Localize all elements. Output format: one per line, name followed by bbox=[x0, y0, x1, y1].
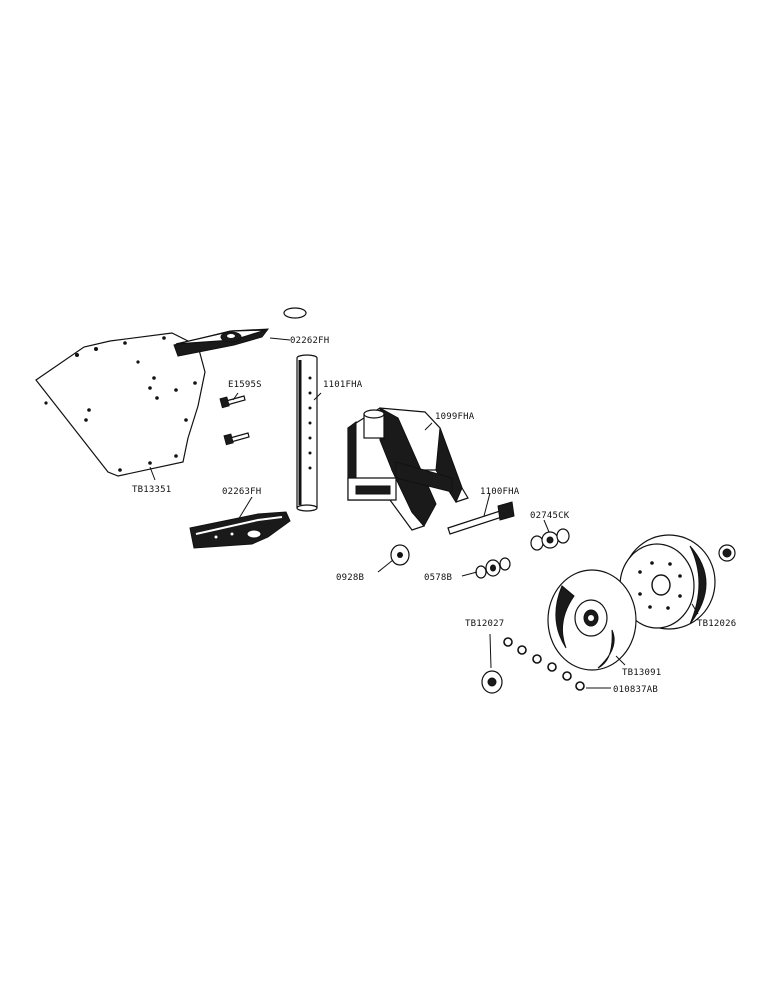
label-tb12026: TB12026 bbox=[697, 619, 736, 629]
leader-lines bbox=[149, 337, 699, 689]
part-labels: 02262FH E1595S 1101FHA 1099FHA 02263FH T… bbox=[132, 336, 736, 695]
label-1100fha: 1100FHA bbox=[480, 487, 520, 497]
upper-bracket bbox=[173, 307, 307, 357]
hub-inner bbox=[547, 569, 637, 671]
label-02263fh: 02263FH bbox=[222, 487, 261, 497]
label-tb12027: TB12027 bbox=[465, 619, 504, 629]
label-02262fh: 02262FH bbox=[290, 336, 329, 346]
lower-bracket bbox=[189, 511, 291, 549]
label-02745ck: 02745CK bbox=[530, 511, 570, 521]
bearing-set bbox=[530, 528, 570, 551]
hub-cap bbox=[481, 670, 503, 694]
axle-bolt bbox=[447, 501, 515, 535]
washer-small-set bbox=[475, 557, 511, 579]
bolt-pair bbox=[219, 395, 250, 446]
label-1101fha: 1101FHA bbox=[323, 380, 363, 390]
lug-nut-set bbox=[503, 637, 585, 691]
shield-plate bbox=[35, 332, 206, 477]
hub-outer bbox=[619, 534, 736, 630]
label-010837ab: 010837AB bbox=[613, 685, 658, 695]
label-tb13351: TB13351 bbox=[132, 485, 171, 495]
axle-tube bbox=[296, 354, 318, 512]
label-e1595s: E1595S bbox=[228, 380, 262, 390]
label-1099fha: 1099FHA bbox=[435, 412, 475, 422]
washer-large bbox=[390, 544, 410, 566]
label-tb13091: TB13091 bbox=[622, 668, 661, 678]
label-0578b: 0578B bbox=[424, 573, 452, 583]
label-0928b: 0928B bbox=[336, 573, 364, 583]
yoke bbox=[347, 407, 469, 531]
